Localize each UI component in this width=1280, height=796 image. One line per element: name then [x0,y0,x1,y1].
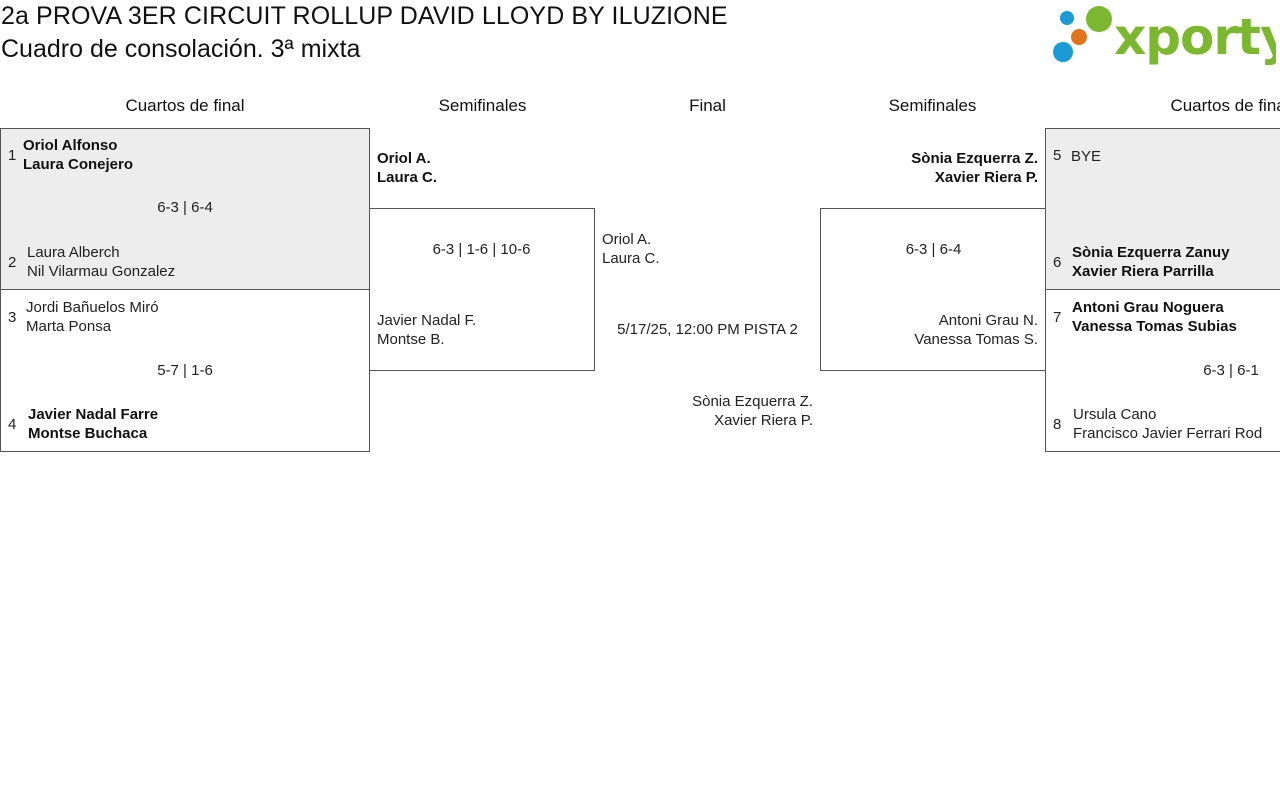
seed-number: 1 [8,147,17,164]
player-name[interactable]: Montse B. [377,331,445,348]
match-left-qf-2[interactable]: 3 Jordi Bañuelos Miró Marta Ponsa 5-7 | … [0,289,370,452]
match-score: 6-3 | 6-4 [905,241,962,258]
player-name[interactable]: Vanessa Tomas Subias [1072,318,1237,335]
round-header-final: Final [689,96,726,115]
player-name[interactable]: Antoni Grau N. [938,312,1038,329]
seed-number: 3 [8,309,17,326]
match-score: 6-3 | 6-4 [157,199,213,216]
player-name[interactable]: Javier Nadal Farre [28,406,159,423]
seed-number: 4 [8,416,17,433]
seed-number: 8 [1053,416,1062,433]
player-name[interactable]: Oriol A. [377,150,431,167]
player-name[interactable]: Nil Vilarmau Gonzalez [27,263,176,280]
match-left-sf-bracket: 6-3 | 1-6 | 10-6 Javier Nadal F. Montse … [369,208,595,371]
player-name[interactable]: Sònia Ezquerra Z. [911,150,1038,167]
player-name[interactable]: Ursula Cano [1073,406,1157,423]
final-schedule: 5/17/25, 12:00 PM PISTA 2 [617,321,798,338]
player-name[interactable]: Laura Alberch [27,244,120,261]
round-header-right-sf: Semifinales [888,96,977,115]
match-score: 5-7 | 1-6 [157,362,213,379]
player-name[interactable]: Francisco Javier Ferrari Rod [1073,425,1263,442]
logo-text: xporty [1114,8,1276,66]
player-name[interactable]: Montse Buchaca [28,425,148,442]
player-name[interactable]: Oriol A. [602,231,652,248]
player-name[interactable]: Xavier Riera Parrilla [1072,263,1214,280]
match-score: 6-3 | 1-6 | 10-6 [432,241,531,258]
player-name[interactable]: Jordi Bañuelos Miró [26,299,159,316]
player-name[interactable]: Sònia Ezquerra Z. [692,393,813,410]
xporty-logo[interactable]: xporty [1050,4,1280,66]
player-name[interactable]: BYE [1071,148,1102,165]
player-name[interactable]: Xavier Riera P. [934,169,1038,186]
player-name[interactable]: Antoni Grau Noguera [1072,299,1224,316]
round-header-left-sf: Semifinales [438,96,527,115]
player-name[interactable]: Oriol Alfonso [23,137,118,154]
player-name[interactable]: Sònia Ezquerra Zanuy [1072,244,1230,261]
player-name[interactable]: Laura Conejero [23,156,134,173]
match-right-qf-1[interactable]: 5 BYE 6 Sònia Ezquerra Zanuy Xavier Rier… [1045,128,1280,290]
match-score: 6-3 | 6-1 [1203,362,1259,379]
player-name[interactable]: Xavier Riera P. [714,412,813,429]
round-header-left-qf: Cuartos de final [125,96,245,115]
seed-number: 7 [1053,309,1062,326]
player-name[interactable]: Laura C. [377,169,438,186]
player-name[interactable]: Marta Ponsa [26,318,112,335]
player-name[interactable]: Vanessa Tomas S. [914,331,1038,348]
xporty-logo-icon: xporty [1053,6,1280,66]
match-right-qf-2[interactable]: 7 Antoni Grau Noguera Vanessa Tomas Subi… [1045,289,1280,452]
tournament-title: 2a PROVA 3ER CIRCUIT ROLLUP DAVID LLOYD … [1,2,728,30]
seed-number: 5 [1053,147,1062,164]
match-left-qf-1[interactable]: 1 Oriol Alfonso Laura Conejero 6-3 | 6-4… [0,128,370,290]
seed-number: 6 [1053,254,1062,271]
player-name[interactable]: Javier Nadal F. [377,312,477,329]
player-name[interactable]: Laura C. [602,250,660,267]
seed-number: 2 [8,254,17,271]
draw-subtitle: Cuadro de consolación. 3ª mixta [1,35,361,63]
match-right-sf-bracket: 6-3 | 6-4 Antoni Grau N. Vanessa Tomas S… [820,208,1046,371]
round-header-right-qf: Cuartos de final [1170,96,1280,115]
